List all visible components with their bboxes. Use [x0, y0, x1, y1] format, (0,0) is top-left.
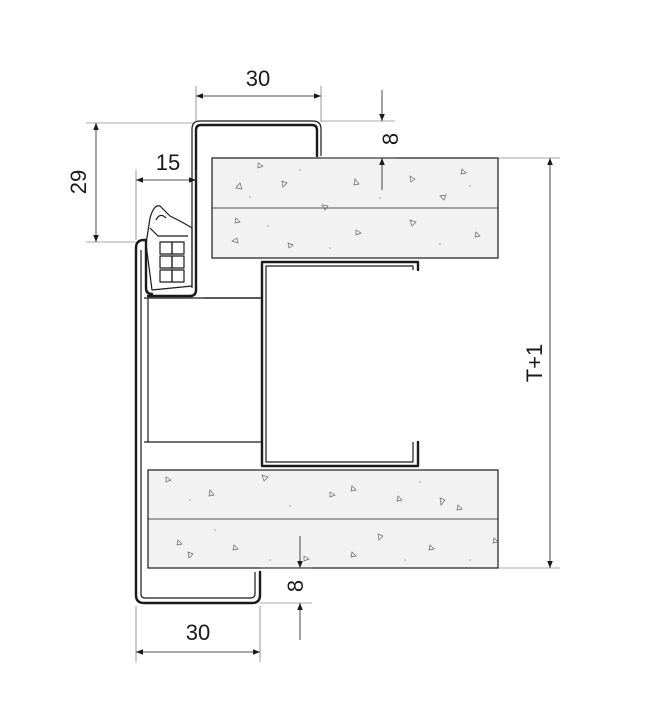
frame-inner-web	[144, 297, 262, 443]
rubber-seal-gasket	[145, 205, 193, 291]
lower-wall-board	[147, 469, 560, 569]
dimension-bottom-offset-label: 8	[283, 580, 308, 592]
dimension-top-offset: 8	[321, 90, 403, 190]
dimension-top-width-label: 30	[246, 66, 270, 91]
dimension-top-offset-label: 8	[378, 133, 403, 145]
dimension-bottom-width-label: 30	[186, 620, 210, 645]
dimension-top-width: 30	[195, 66, 322, 122]
dimension-seal-width-label: 15	[156, 150, 180, 175]
dimension-left-height: 29	[66, 122, 194, 243]
dimension-wall-thickness: T+1	[522, 158, 553, 568]
dimension-wall-thickness-label: T+1	[522, 344, 547, 383]
dimension-bottom-width: 30	[135, 606, 261, 662]
steel-door-frame-profile	[134, 120, 322, 605]
steel-stud-profile	[260, 260, 420, 468]
dimension-bottom-offset: 8	[260, 536, 312, 640]
dimension-left-height-label: 29	[66, 170, 91, 194]
board-aggregate-texture	[165, 162, 499, 562]
upper-wall-board	[211, 157, 560, 259]
dimension-seal-width: 15	[135, 150, 197, 240]
